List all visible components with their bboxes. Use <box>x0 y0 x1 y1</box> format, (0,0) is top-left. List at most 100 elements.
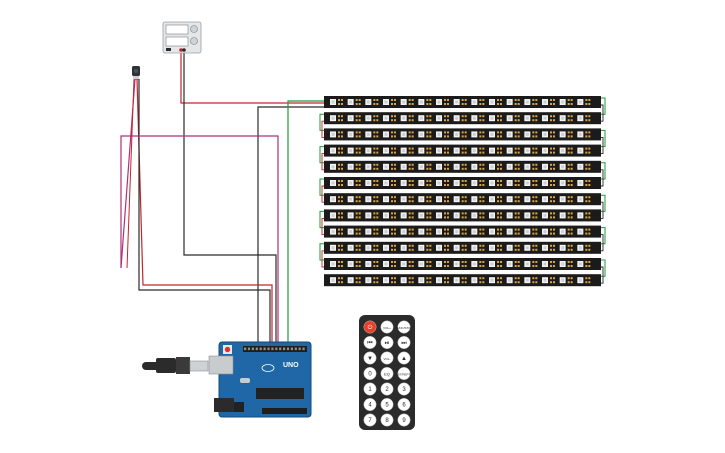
remote-button[interactable]: 9 <box>397 413 411 427</box>
led-strip[interactable] <box>324 258 601 270</box>
led-strip[interactable] <box>324 144 601 157</box>
remote-button[interactable]: ⏯ <box>380 336 394 349</box>
remote-button[interactable]: VOL+ <box>380 320 394 334</box>
led-pixel <box>436 228 449 235</box>
led-pixel <box>577 131 591 138</box>
remote-button[interactable]: 2 <box>380 382 394 396</box>
header-pin[interactable] <box>271 347 274 351</box>
header-pin[interactable] <box>255 347 258 351</box>
led-pixel <box>542 163 555 170</box>
led-pixel <box>347 244 361 251</box>
wire-ir-red[interactable] <box>136 78 273 345</box>
arduino-board[interactable]: UNO <box>208 341 312 418</box>
header-pin[interactable] <box>244 347 247 351</box>
led-pixel <box>400 228 414 235</box>
header-pin[interactable] <box>283 347 286 351</box>
led-pixel <box>524 277 538 284</box>
header-pin[interactable] <box>259 347 262 351</box>
remote-button-label: 7 <box>368 418 372 424</box>
led-pixel <box>489 147 502 154</box>
remote-button-label: ▼ <box>367 356 373 362</box>
remote-button[interactable]: ⏻ <box>363 320 377 334</box>
led-pixel <box>436 180 449 186</box>
led-pixel <box>400 99 414 105</box>
wire-strip-data[interactable] <box>287 100 326 345</box>
header-pin[interactable] <box>247 347 251 351</box>
led-strip[interactable] <box>324 274 601 287</box>
wire-power-black[interactable] <box>183 52 277 345</box>
remote-button[interactable]: 1 <box>363 382 377 396</box>
header-pin[interactable] <box>279 347 282 351</box>
led-pixel <box>436 212 449 219</box>
header-pin[interactable] <box>294 347 297 351</box>
remote-button[interactable]: FUNC/STOP <box>395 320 413 334</box>
led-pixel <box>365 196 379 203</box>
power-supply[interactable] <box>162 21 202 54</box>
led-pixel <box>436 131 449 138</box>
led-strip[interactable] <box>324 112 601 125</box>
led-strip[interactable] <box>324 241 601 254</box>
remote-button[interactable]: 8 <box>380 413 394 427</box>
usb-cable[interactable] <box>142 357 209 374</box>
remote-button[interactable]: ▲ <box>397 351 411 365</box>
led-pixel <box>577 228 591 235</box>
remote-button[interactable]: EQ <box>380 367 394 380</box>
led-strip[interactable] <box>324 128 601 141</box>
led-pixel <box>471 212 485 219</box>
led-pixel <box>559 180 573 186</box>
remote-button[interactable]: 6 <box>397 398 411 411</box>
ir-receiver[interactable] <box>132 66 140 80</box>
header-pin[interactable] <box>251 347 254 351</box>
wire-ir-black[interactable] <box>138 79 271 345</box>
header-pin[interactable] <box>298 347 301 351</box>
led-pixel <box>365 212 379 219</box>
led-pixel <box>506 277 520 284</box>
wire-strip-gnd[interactable] <box>257 106 326 345</box>
led-pixel <box>383 244 396 251</box>
led-strip[interactable] <box>324 193 601 206</box>
led-pixel <box>471 99 485 105</box>
header-pin[interactable] <box>263 347 266 351</box>
led-strip[interactable] <box>324 177 601 189</box>
wire-ir-red-2[interactable] <box>126 78 135 269</box>
led-pixel <box>506 99 520 105</box>
led-pixel <box>418 228 432 235</box>
remote-button[interactable]: 3 <box>397 382 411 396</box>
led-pixel <box>347 115 361 122</box>
led-strip[interactable] <box>324 225 601 238</box>
remote-button[interactable]: VOL- <box>380 351 394 365</box>
remote-button[interactable]: ⏭ <box>397 336 411 349</box>
strip-power-link <box>601 234 604 252</box>
led-pixel <box>400 277 414 284</box>
remote-button[interactable]: 0 <box>363 367 377 380</box>
strip-power-link <box>321 250 324 268</box>
header-pin[interactable] <box>267 347 270 351</box>
remote-button[interactable]: ST/REPT <box>397 367 411 380</box>
header-pin[interactable] <box>290 347 293 351</box>
arduino-pin-header-top[interactable] <box>244 347 305 351</box>
remote-button[interactable]: 5 <box>380 398 394 411</box>
led-strip[interactable] <box>324 160 601 173</box>
header-pin[interactable] <box>275 347 278 351</box>
wire-power-red[interactable] <box>180 52 326 104</box>
led-pixel <box>559 115 573 122</box>
remote-button[interactable]: ⏮ <box>363 336 377 349</box>
led-pixel <box>542 261 555 267</box>
led-pixel <box>400 180 414 186</box>
led-pixel <box>577 261 591 267</box>
header-pin[interactable] <box>302 347 305 351</box>
led-strip[interactable] <box>324 96 601 108</box>
header-pin[interactable] <box>286 347 290 351</box>
led-pixel <box>506 212 520 219</box>
remote-button[interactable]: ▼ <box>363 351 377 365</box>
wire-ir-magenta-2[interactable] <box>120 135 279 345</box>
led-strip[interactable] <box>324 209 601 222</box>
led-pixel <box>436 261 449 267</box>
remote-button[interactable]: 4 <box>363 398 377 411</box>
remote-button-label: 6 <box>402 403 406 409</box>
remote-button[interactable]: 7 <box>363 413 377 427</box>
remote-button-label: VOL+ <box>383 326 391 330</box>
led-pixel <box>559 261 573 267</box>
